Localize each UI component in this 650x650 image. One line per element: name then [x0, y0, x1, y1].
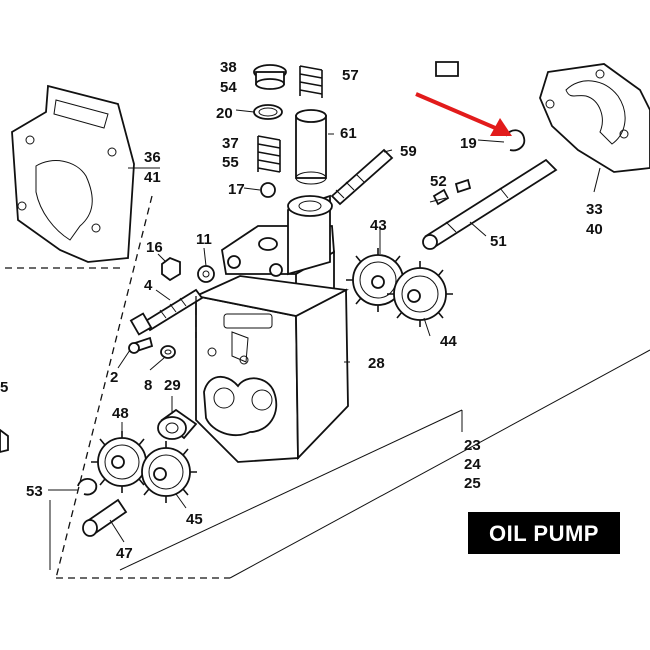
callout-38: 38 [220, 59, 237, 76]
callout-37: 37 [222, 135, 239, 152]
callout-16: 16 [146, 239, 163, 256]
gasket-right [539, 63, 650, 173]
callout-54: 54 [220, 79, 237, 96]
callout-53: 53 [26, 483, 43, 500]
callout-29: 29 [164, 377, 181, 394]
part-8-washer [160, 345, 176, 359]
callout-23: 23 [464, 437, 481, 454]
callout-61: 61 [340, 125, 357, 142]
part-44-gear [387, 261, 453, 327]
part-47-pin [82, 498, 128, 537]
callout-47: 47 [116, 545, 133, 562]
callout-51: 51 [490, 233, 507, 250]
cap-top [435, 61, 459, 77]
part-16-nut [161, 256, 181, 282]
callout-43: 43 [370, 217, 387, 234]
leader-lines [48, 109, 601, 543]
part-20-oring [253, 104, 283, 120]
callout-40: 40 [586, 221, 603, 238]
diagram-title: OIL PUMP [489, 521, 599, 546]
callout-45: 45 [186, 511, 203, 528]
part-11-washer [197, 265, 215, 283]
part-43-gear [346, 248, 410, 312]
part-2-screw [128, 336, 154, 354]
part-28-pump-body [193, 194, 349, 463]
callout-48: 48 [112, 405, 129, 422]
part-54-bolt [253, 64, 287, 90]
title-box: OIL PUMP [468, 512, 620, 554]
callout-17: 17 [228, 181, 245, 198]
callout-5: 5 [0, 379, 8, 396]
part-5-nut [0, 428, 9, 453]
gasket-left [11, 84, 135, 263]
part-61-sleeve [295, 109, 327, 185]
part-57-spring [299, 65, 323, 98]
part-17-ball [260, 182, 276, 198]
part-53-clip [77, 478, 98, 496]
callout-24: 24 [464, 456, 481, 473]
callout-57: 57 [342, 67, 359, 84]
callout-25: 25 [464, 475, 481, 492]
part-52-key [432, 188, 450, 206]
callout-2: 2 [110, 369, 118, 386]
part-4-bolt [129, 288, 204, 336]
part-37-spring [257, 135, 281, 173]
callout-55: 55 [222, 154, 239, 171]
callout-8: 8 [144, 377, 152, 394]
pointer-arrow-icon [415, 92, 512, 136]
guide-line [55, 195, 153, 579]
callout-4: 4 [144, 277, 153, 294]
callout-59: 59 [400, 143, 417, 160]
callout-36: 36 [144, 149, 161, 166]
part-51-shaft [422, 158, 558, 250]
callout-41: 41 [144, 169, 161, 186]
part-29-bushing [157, 408, 198, 440]
callout-20: 20 [216, 105, 233, 122]
callout-44: 44 [440, 333, 457, 350]
callout-33: 33 [586, 201, 603, 218]
callout-28: 28 [368, 355, 385, 372]
callout-19: 19 [460, 135, 477, 152]
part-45-gear [141, 441, 197, 503]
callout-11: 11 [196, 231, 212, 248]
part-59-pin [330, 148, 394, 206]
callout-52: 52 [430, 173, 447, 190]
